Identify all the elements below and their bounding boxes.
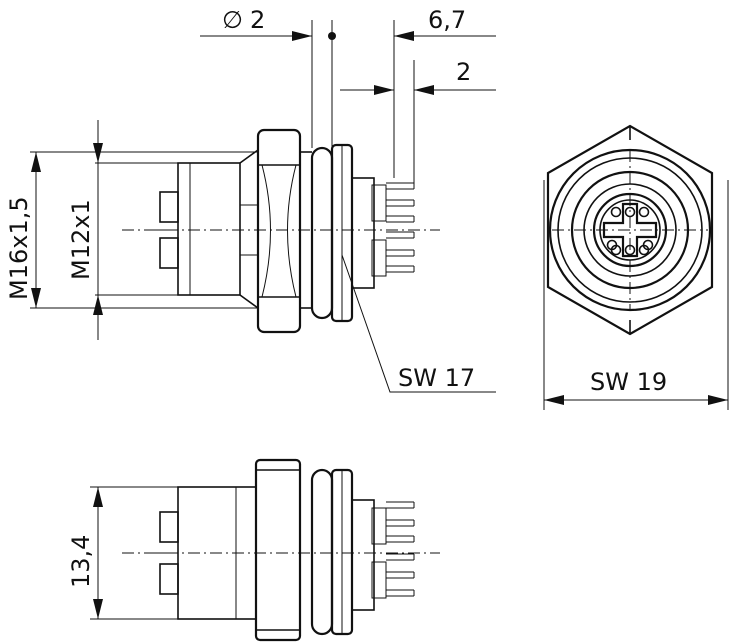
dim-6-7: 6,7 <box>428 6 466 34</box>
diameter-value: 2 <box>250 6 265 34</box>
wrench-19-label: SW 19 <box>590 368 667 396</box>
side-view-bottom <box>90 458 440 642</box>
height-13-4-label: 13,4 <box>67 535 95 588</box>
wrench-17-label: SW 17 <box>398 364 475 392</box>
thread-outer-label: M16x1,5 <box>5 196 33 300</box>
dim-2: 2 <box>456 58 471 86</box>
thread-inner-label: M12x1 <box>67 199 95 280</box>
side-view-top <box>30 20 496 393</box>
front-view <box>543 124 729 410</box>
diameter-symbol: ∅ <box>222 6 243 34</box>
